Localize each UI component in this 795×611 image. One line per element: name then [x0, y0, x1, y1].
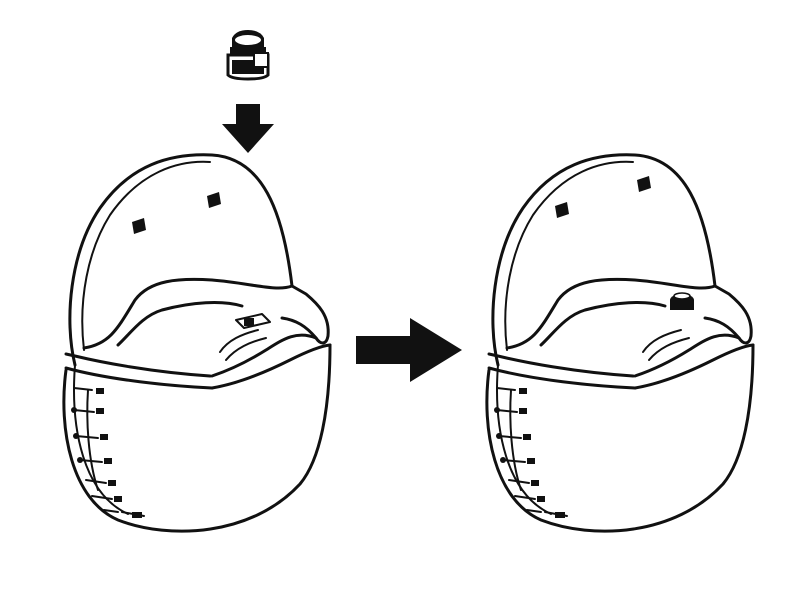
valve-part-icon: [226, 30, 270, 81]
measurement-scale: [71, 387, 145, 518]
measurement-scale: [494, 387, 568, 518]
arrow-right-icon: [356, 318, 462, 382]
collection-cup-left: [62, 153, 332, 533]
collection-cup-right: [485, 153, 755, 533]
arrow-down-icon: [222, 104, 274, 153]
valve-installed-icon: [670, 292, 694, 310]
